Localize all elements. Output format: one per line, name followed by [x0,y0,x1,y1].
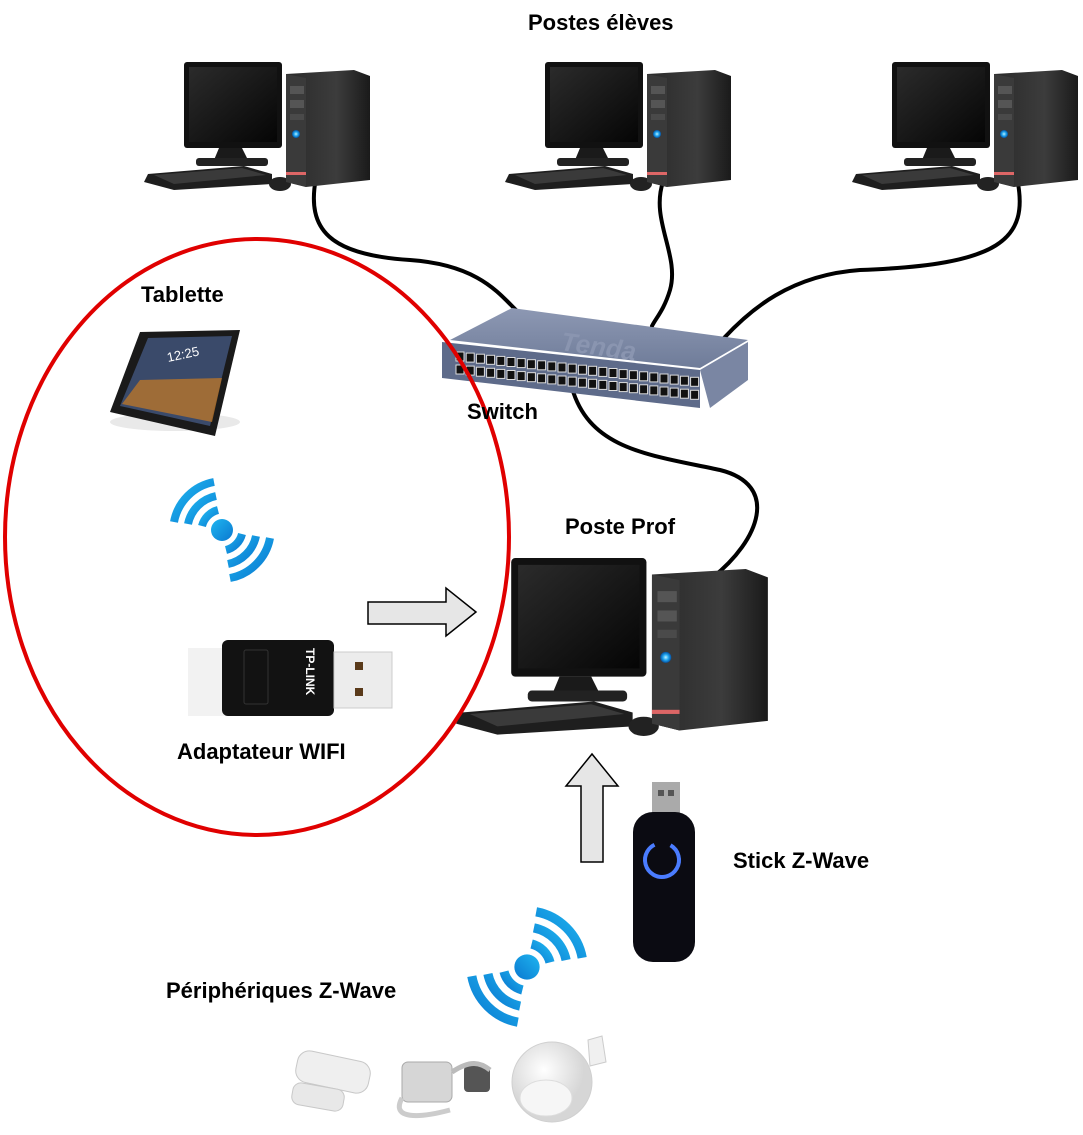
cable-student-3-to-switch [722,176,1022,340]
arrow-adapter-to-teacher [367,586,478,638]
switch-port [690,389,700,400]
zwave-signal-icon [472,912,582,1022]
switch-port [547,361,557,372]
tablet-device[interactable]: 12:25 [110,330,240,436]
switch-ports [455,351,700,400]
switch-port [669,387,679,398]
zwave-plug-module[interactable] [397,1061,492,1119]
switch-port [547,374,557,385]
switch-port [639,384,649,395]
switch-port [577,377,587,388]
teacher-computer[interactable] [456,558,768,737]
switch-port [516,358,526,369]
switch-port [659,373,669,384]
switch-port [486,354,496,365]
switch-port [628,370,638,381]
label-zwave-devices: Périphériques Z-Wave [166,978,397,1003]
switch-port [516,371,526,382]
switch-port [506,370,516,380]
switch-port [679,375,689,386]
switch-port [537,360,547,371]
zwave-motion-sensor[interactable] [511,1035,607,1123]
tablet-clock: 12:25 [166,343,201,364]
label-zwave-stick: Stick Z-Wave [733,848,870,873]
switch-port [526,372,536,383]
student-computer-1[interactable] [144,62,370,191]
cable-switch-to-teacher [570,386,760,580]
arrow-stick-to-teacher [564,752,620,863]
switch-port [588,378,598,389]
switch-port [577,364,587,375]
switch-port [679,388,689,399]
label-wifi-adapter: Adaptateur WIFI [177,739,346,764]
wifi-adapter-device[interactable]: TP-LINK [188,640,393,716]
zwave-door-sensor[interactable] [290,1049,372,1113]
switch-port [475,353,485,364]
switch-port [496,368,506,379]
switch-port [567,363,577,374]
switch-port [690,376,700,387]
switch-port [526,359,536,370]
switch-port [598,366,608,377]
wifi-zone-outline [3,237,511,837]
switch-port [588,365,598,376]
switch-port [475,366,485,377]
switch-port [628,383,638,394]
switch-port [669,374,679,385]
switch-port [649,372,659,383]
adapter-brand-logo: TP-LINK [303,648,317,696]
label-switch: Switch [467,399,538,424]
switch-port [496,355,506,366]
network-switch[interactable]: Tenda [442,308,748,408]
switch-port [557,362,567,373]
student-computer-2[interactable] [505,62,731,191]
switch-port [659,386,669,397]
label-teacher-station: Poste Prof [565,514,676,539]
switch-port [486,367,496,378]
switch-port [506,357,516,367]
cable-student-1-to-switch [311,176,520,314]
cable-student-2-to-switch [650,180,675,328]
label-student-stations: Postes élèves [528,10,674,35]
switch-port [465,352,475,363]
ethernet-cables [311,176,1022,580]
switch-port [608,381,618,391]
student-computer-3[interactable] [852,62,1078,191]
zwave-stick-device[interactable] [633,782,695,962]
switch-port [649,385,659,396]
switch-port [598,379,608,390]
switch-port [618,382,628,393]
switch-port [557,375,567,386]
switch-port [618,369,628,380]
switch-port [537,373,547,384]
switch-port [608,368,618,378]
label-tablet: Tablette [141,282,224,307]
switch-port [639,371,649,382]
switch-port [567,376,577,387]
wifi-signal-icon [174,482,270,578]
